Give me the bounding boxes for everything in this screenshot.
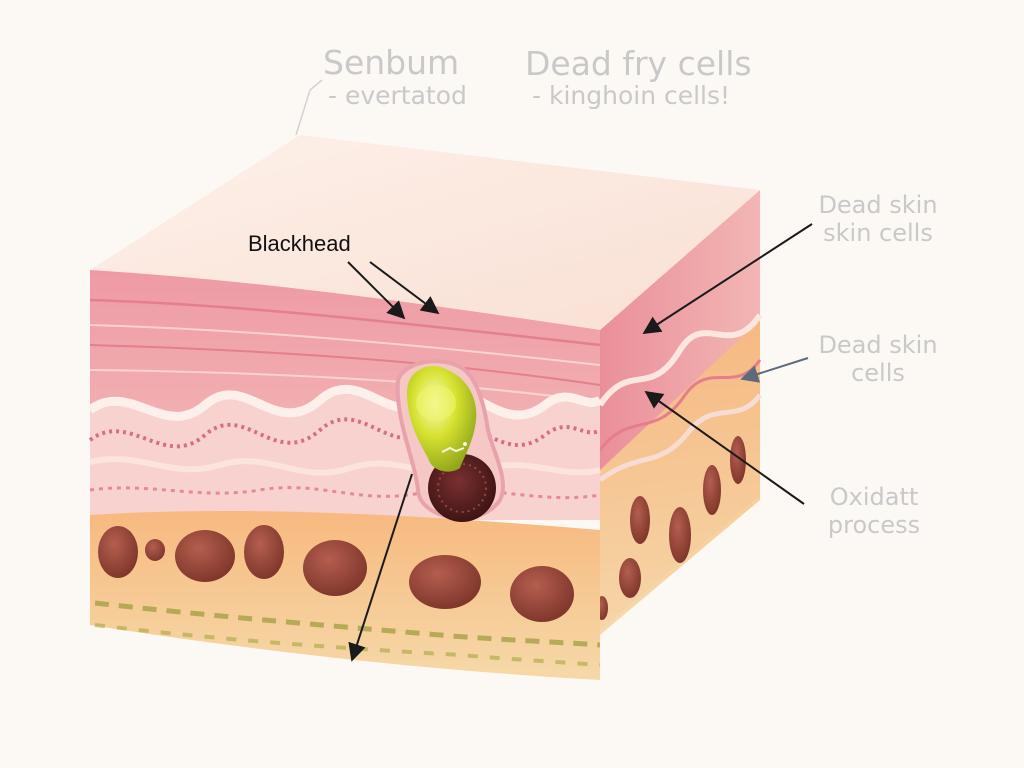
fat-layer — [90, 510, 601, 680]
oxidation-label-line1: Oxidatt — [829, 483, 919, 511]
block-side-face — [596, 190, 763, 635]
blackhead-arrow-2 — [369, 261, 440, 315]
dead-skin-arrow-1 — [642, 223, 813, 334]
sebum-title-label: Senbum — [323, 43, 460, 82]
sebum-subtitle-label: - evertatod — [328, 81, 467, 110]
pore-down-arrow — [348, 473, 413, 662]
blackhead-arrow-1 — [347, 261, 406, 320]
dead-skin-label-1: Dead skin skin cells — [812, 191, 944, 247]
blackhead-pore — [395, 359, 505, 522]
blackhead-label: Blackhead — [248, 231, 351, 256]
oxidation-label: Oxidatt process — [812, 483, 936, 539]
oxidation-label-line2: process — [827, 510, 921, 539]
dead-fry-cells-title-label: Dead fry cells — [525, 44, 752, 83]
dead-skin-arrow-2 — [740, 357, 809, 383]
dead-skin-label-2-line1: Dead skin — [818, 331, 938, 359]
oxidation-arrow — [644, 390, 805, 505]
dead-skin-label-2-line2: cells — [851, 358, 905, 387]
dead-fry-cells-subtitle-label: - kinghoin cells! — [532, 81, 731, 110]
dead-skin-label-1-line1: Dead skin — [818, 191, 938, 219]
dead-skin-label-1-line2: skin cells — [823, 218, 933, 247]
dead-skin-label-2: Dead skin cells — [812, 331, 944, 387]
skin-surface — [90, 135, 760, 330]
sebum-leader-line — [295, 79, 323, 136]
annotation-arrows — [347, 223, 813, 662]
